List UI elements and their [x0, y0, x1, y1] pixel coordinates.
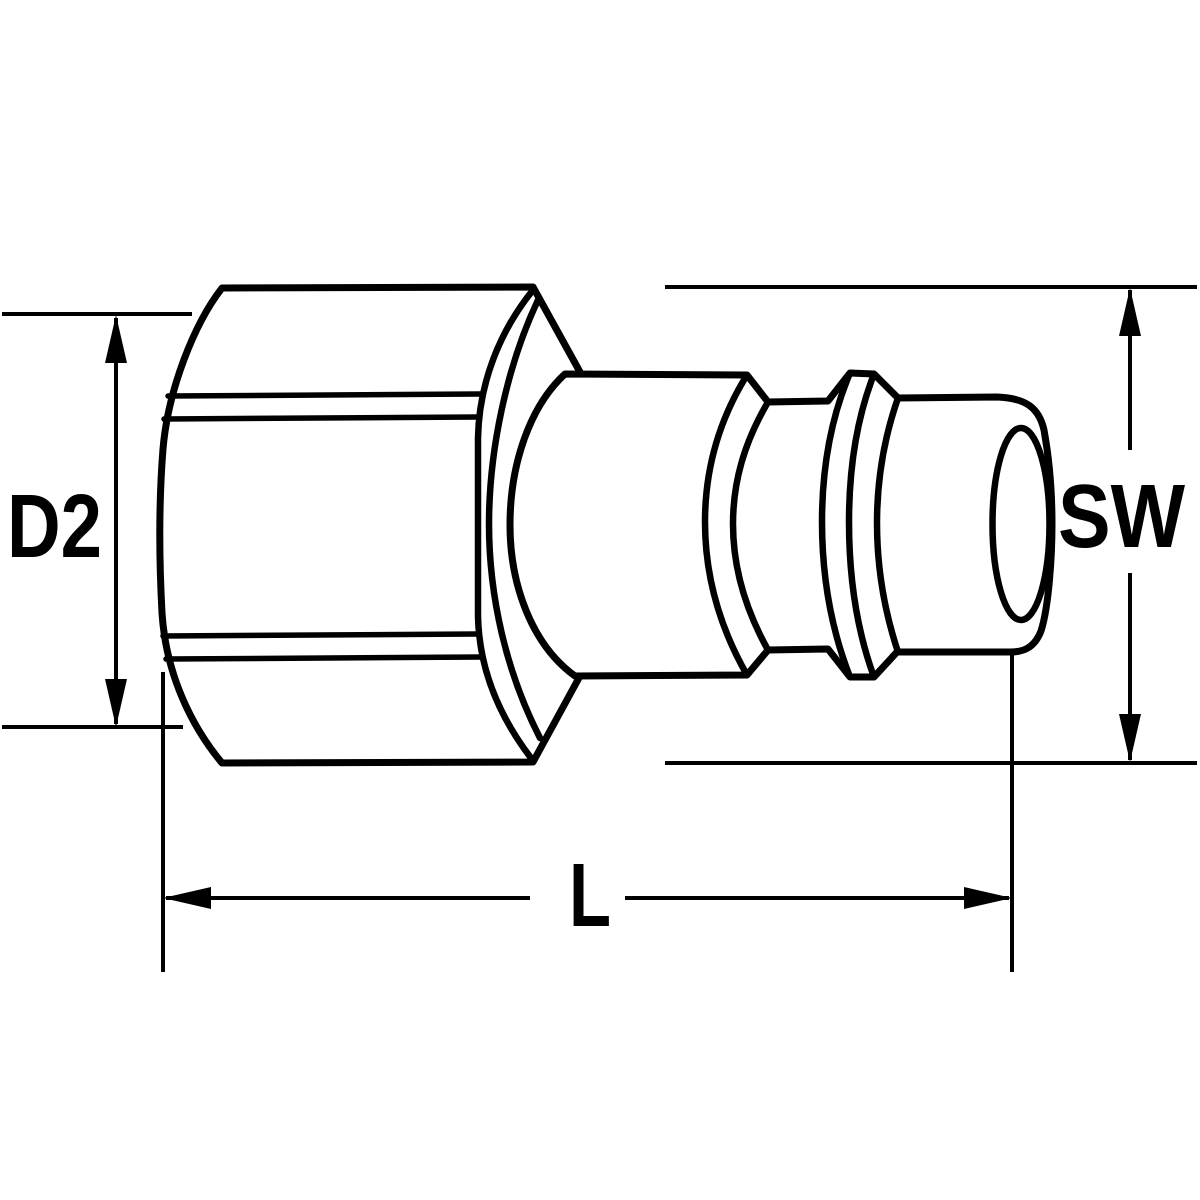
bore-opening-ellipse	[989, 424, 1053, 624]
l-label: L	[569, 846, 611, 946]
tip-front-arc	[873, 394, 902, 656]
flange-front-arc	[818, 369, 854, 681]
d2-arrowhead-bottom	[105, 679, 127, 727]
sw-label: SW	[1058, 467, 1185, 567]
dimension-l: L	[161, 652, 1014, 972]
neck-front-arc	[729, 398, 772, 654]
hex-chamfer-arc	[485, 296, 544, 742]
l-arrowhead-right	[964, 887, 1012, 909]
hex-face-edge	[474, 286, 537, 762]
hex-facet-line-bottom-outer	[163, 654, 486, 662]
plug-body	[506, 369, 1056, 681]
hex-facet-line-top-outer	[165, 391, 483, 399]
sw-arrowhead-bottom	[1119, 714, 1141, 762]
d2-arrowhead-top	[105, 315, 127, 363]
hex-facet-line-bottom-inner	[160, 631, 481, 639]
hex-facet-line-top-inner	[161, 414, 481, 422]
sw-arrowhead-top	[1119, 288, 1141, 336]
hex-nut-body	[156, 283, 584, 767]
part-view	[156, 283, 1056, 767]
d2-label: D2	[7, 477, 102, 577]
dimension-d2: D2	[2, 312, 192, 729]
flange-back-arc	[845, 370, 878, 681]
collar-end-arc	[701, 371, 751, 679]
l-arrowhead-left	[163, 887, 211, 909]
dimension-sw: SW	[665, 285, 1197, 765]
